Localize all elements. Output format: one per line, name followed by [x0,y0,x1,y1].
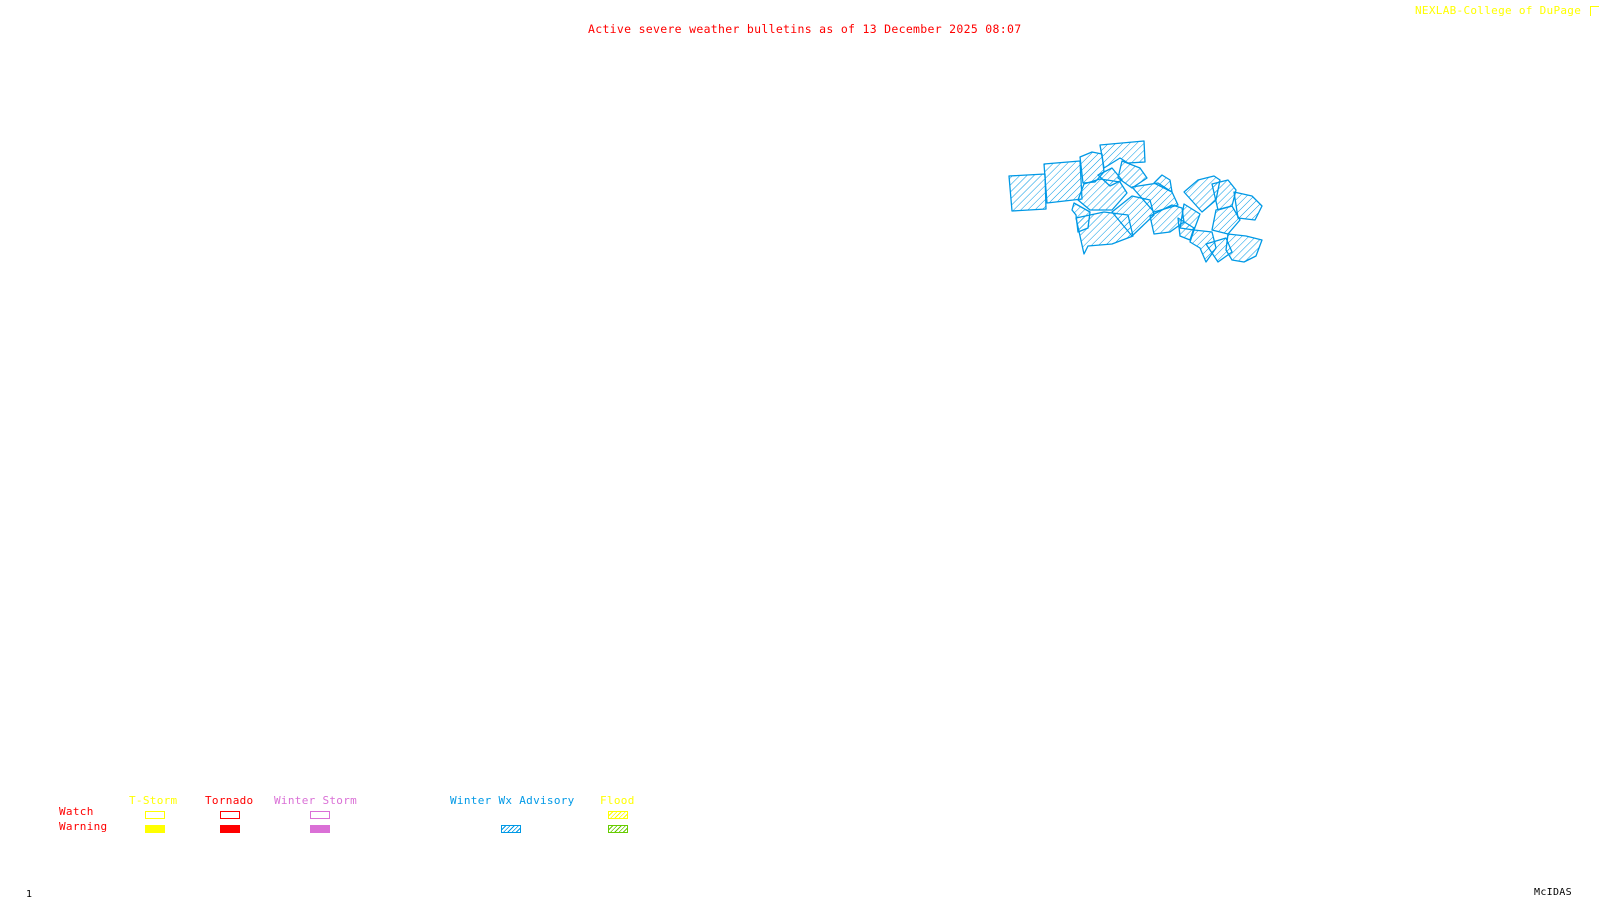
legend-flood-label: Flood [600,794,635,807]
legend-winter-advisory-label: Winter Wx Advisory [450,794,575,807]
tornado-warning-swatch [220,825,240,833]
advisory-region [1097,167,1123,187]
software-label: McIDAS [1534,887,1572,898]
advisory-region [1211,205,1241,235]
advisory-regions [1008,140,1263,263]
advisory-region [1117,160,1148,189]
winter-storm-watch-swatch [310,811,330,819]
advisory-region [1075,211,1134,255]
legend-winter-storm-label: Winter Storm [274,794,358,807]
legend-tornado-label: Tornado [205,794,254,807]
advisory-region [1225,233,1263,263]
advisory-region [1183,175,1221,213]
flood-watch-swatch [608,811,628,819]
advisory-region [1189,229,1217,263]
winter-advisory-swatch [501,825,521,833]
tornado-watch-swatch [220,811,240,819]
advisory-region [1211,179,1237,211]
advisory-region [1008,173,1047,212]
advisory-region [1079,151,1105,184]
credit-label: NEXLAB-College of DuPage [1415,4,1600,17]
frame-number: 1 [26,889,33,900]
legend-warning-label: Warning [59,820,108,833]
credit-text: NEXLAB-College of DuPage [1415,4,1582,17]
page-title: Active severe weather bulletins as of 13… [588,22,1022,36]
tstorm-warning-swatch [145,825,165,833]
advisory-region [1233,191,1263,221]
legend-watch-label: Watch [59,805,94,818]
tstorm-watch-swatch [145,811,165,819]
advisory-region [1043,160,1083,204]
advisory-region [1205,237,1233,263]
advisory-region [1153,174,1173,193]
legend-tstorm-label: T-Storm [129,794,178,807]
nexlab-logo-icon [1590,6,1600,16]
flood-warning-swatch [608,825,628,833]
winter-storm-warning-swatch [310,825,330,833]
advisory-region [1131,182,1179,213]
advisory-region [1177,217,1195,241]
